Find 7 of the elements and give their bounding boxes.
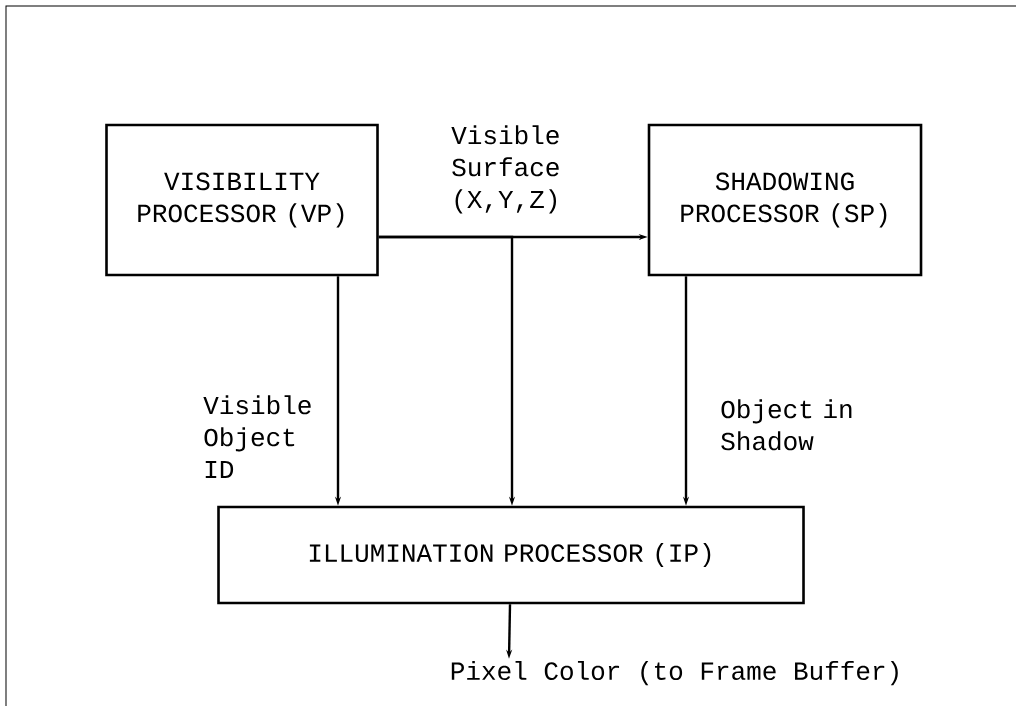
process-box: VISIBILITY PROCESSOR (VP) — [105, 123, 379, 277]
output-label: Pixel Color (to Frame Buffer) — [451, 660, 898, 686]
edge-label: Object in Shadow — [721, 399, 852, 451]
process-box: SHADOWING PROCESSOR (SP) — [647, 123, 923, 277]
edge-label: Visible Surface (X,Y,Z) — [451, 125, 559, 214]
edge-label: Visible Object ID — [203, 395, 311, 479]
process-box: ILLUMINATION PROCESSOR (IP) — [217, 505, 805, 605]
